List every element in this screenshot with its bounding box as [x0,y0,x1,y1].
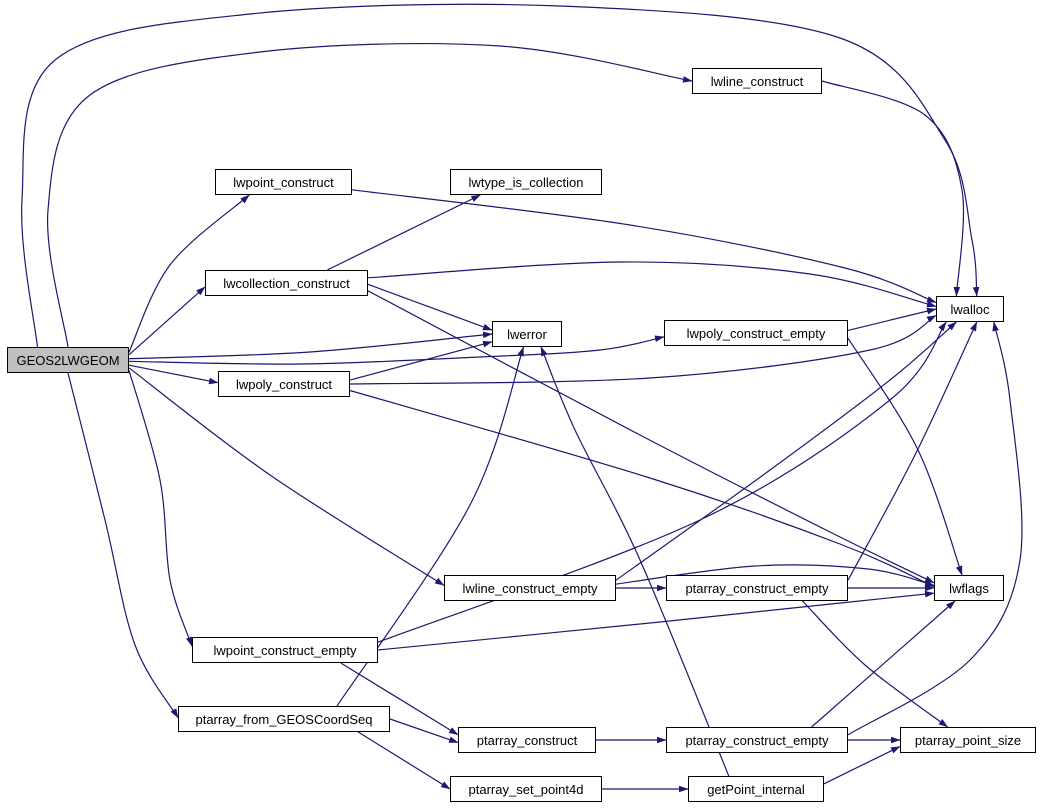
edge-ptarray_from_GEOSCoordSeq-ptarray_set_point4d [357,731,451,790]
edge-geos2lwgeom-lwerror [128,331,493,360]
edge-lwpoint_construct_empty-ptarray_construct [340,662,459,736]
node-geos2lwgeom: GEOS2LWGEOM [7,347,129,373]
edge-lwpoly_construct-lwflags [349,389,935,588]
edge-lwline_construct-lwalloc [821,80,965,297]
node-ptarray_construct_empty_1[interactable]: ptarray_construct_empty [666,575,848,601]
node-lwcollection_construct[interactable]: lwcollection_construct [205,270,368,296]
node-ptarray_set_point4d[interactable]: ptarray_set_point4d [450,776,602,802]
node-ptarray_construct[interactable]: ptarray_construct [458,727,596,753]
node-ptarray_construct_empty_2[interactable]: ptarray_construct_empty [666,727,848,753]
edge-lwpoly_construct_empty-lwalloc [847,307,937,331]
node-lwline_construct[interactable]: lwline_construct [692,68,822,94]
node-lwpoly_construct[interactable]: lwpoly_construct [218,371,350,397]
edge-getPoint_internal-lwerror [540,346,730,777]
edge-lwcollection_construct-lwtype_is_collection [326,194,481,271]
edge-geos2lwgeom-lwline_construct_empty [128,367,445,586]
edge-lwpoint_construct-lwalloc [351,189,937,304]
node-getPoint_internal[interactable]: getPoint_internal [688,776,824,802]
edge-lwpoint_construct_empty-lwflags [377,590,935,651]
edge-ptarray_construct_empty_2-lwalloc [847,321,1023,736]
node-lwflags[interactable]: lwflags [934,575,1004,601]
node-lwpoint_construct_empty[interactable]: lwpoint_construct_empty [192,637,378,663]
node-lwline_construct_empty[interactable]: lwline_construct_empty [444,575,616,601]
edge-ptarray_construct_empty_2-lwflags [811,600,956,728]
edge-lwcollection_construct-lwerror [367,283,493,331]
node-ptarray_point_size[interactable]: ptarray_point_size [900,727,1036,753]
node-lwpoly_construct_empty[interactable]: lwpoly_construct_empty [664,320,848,346]
node-lwpoint_construct[interactable]: lwpoint_construct [215,169,352,195]
edge-lwpoly_construct_empty-lwflags [847,337,963,576]
edge-lwpoint_construct_empty-lwalloc [377,321,947,643]
edge-lwcollection_construct-lwalloc [367,261,937,308]
edge-geos2lwgeom-lwcollection_construct [128,286,206,356]
edge-geos2lwgeom-lwpoint_construct [128,194,250,353]
node-lwalloc[interactable]: lwalloc [936,296,1004,322]
edge-ptarray_construct_empty_1-lwalloc [847,321,978,581]
edge-geos2lwgeom-lwpoly_construct [128,364,219,385]
edge-geos2lwgeom-ptarray_from_GEOSCoordSeq [67,372,179,719]
edge-geos2lwgeom-lwpoly_construct_empty [128,335,665,365]
edge-ptarray_from_GEOSCoordSeq-ptarray_construct [389,718,459,744]
edge-geos2lwgeom-lwline_construct [46,43,693,348]
edge-lwpoly_construct-lwalloc [349,314,937,385]
edge-lwline_construct_empty-lwalloc [615,321,957,581]
edge-geos2lwgeom-lwpoint_construct_empty [128,370,193,647]
edge-group [21,3,1023,793]
edge-ptarray_construct_empty_1-ptarray_point_size [802,600,949,728]
node-lwerror[interactable]: lwerror [492,321,562,347]
edge-lwpoly_construct-lwerror [349,340,493,381]
edge-getPoint_internal-ptarray_point_size [823,745,901,785]
node-lwtype_is_collection[interactable]: lwtype_is_collection [450,169,602,195]
edge-lwcollection_construct-lwflags [367,290,935,584]
node-ptarray_from_GEOSCoordSeq[interactable]: ptarray_from_GEOSCoordSeq [178,706,390,732]
